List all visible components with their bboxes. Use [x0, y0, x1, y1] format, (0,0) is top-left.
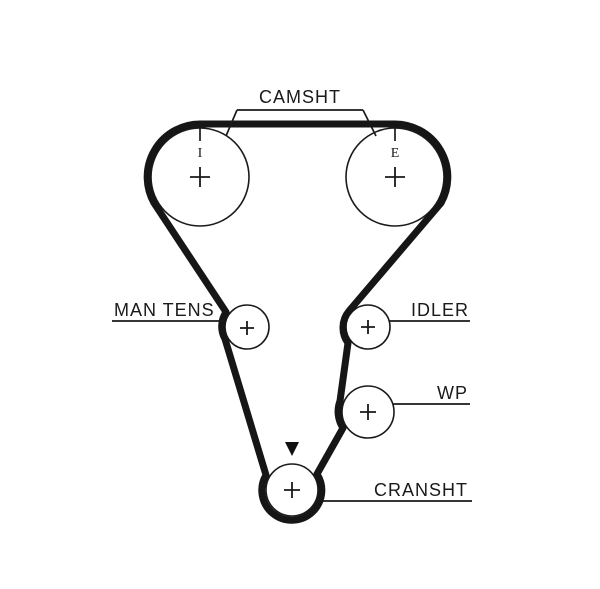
- tensioner-center-cross-icon: [240, 321, 254, 335]
- water-pump-label: WP: [437, 383, 468, 403]
- idler-label: IDLER: [411, 300, 469, 320]
- timing-belt: [143, 120, 452, 524]
- water-pump-pulley: [341, 385, 395, 439]
- water-pump-center-cross-icon: [360, 404, 376, 420]
- left-camshaft-center-cross-icon: [190, 167, 210, 187]
- intake-cam-mark: I: [198, 146, 203, 161]
- crankshaft-center-cross-icon: [284, 482, 300, 498]
- idler-center-cross-icon: [361, 320, 375, 334]
- camshaft-label: CAMSHT: [259, 87, 341, 107]
- camshaft-bracket: [225, 109, 377, 137]
- exhaust-cam-mark: E: [391, 146, 400, 161]
- tensioner-label: MAN TENS: [114, 300, 215, 320]
- crankshaft-label: CRANSHT: [374, 480, 468, 500]
- right-camshaft-center-cross-icon: [385, 167, 405, 187]
- crankshaft-pulley: [265, 463, 319, 517]
- direction-arrow-icon: [285, 442, 299, 456]
